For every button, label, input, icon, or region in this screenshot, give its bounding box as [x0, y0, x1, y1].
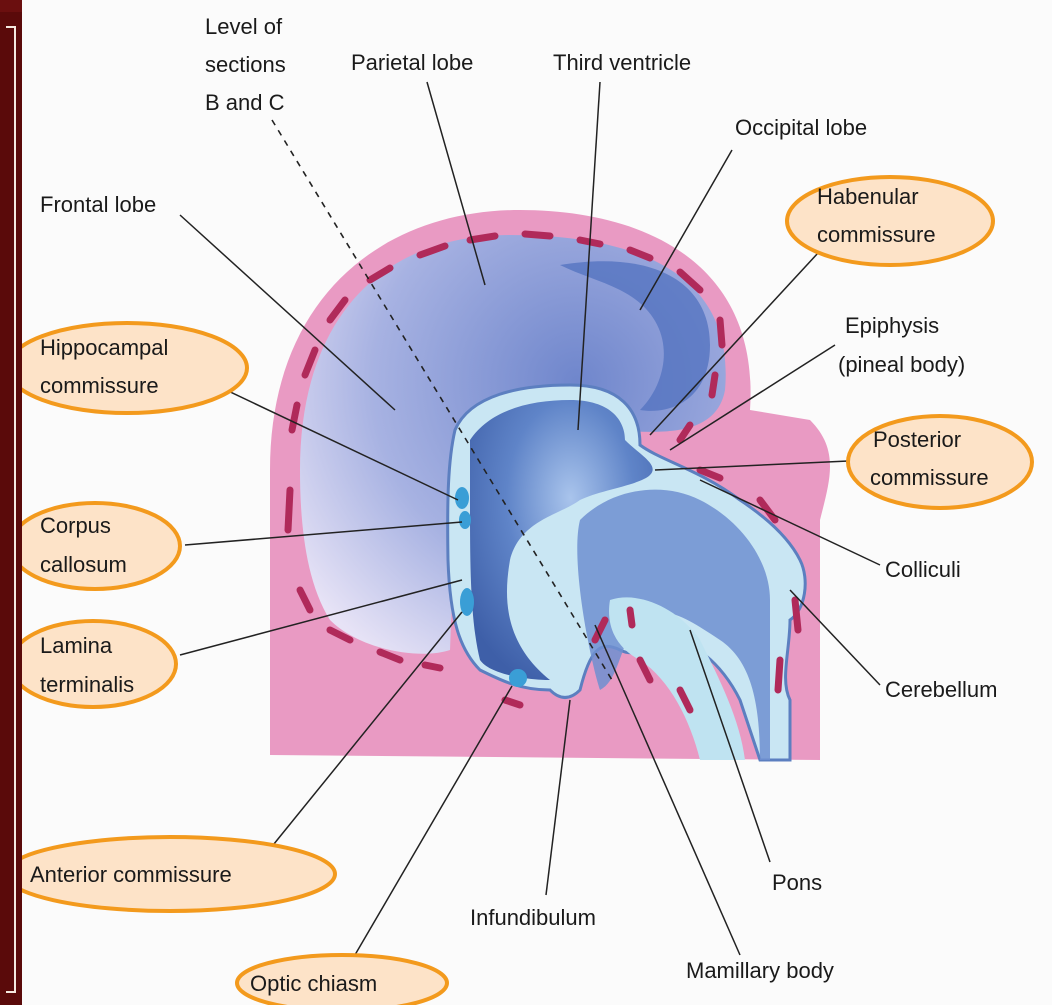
anterior-commissure-blob	[460, 588, 474, 616]
hippocampal-commissure-label-1: Hippocampal	[40, 335, 168, 360]
colliculi-label: Colliculi	[885, 557, 961, 582]
hippocampal-commissure-label-2: commissure	[40, 373, 159, 398]
optic-chiasm-label: Optic chiasm	[250, 971, 377, 996]
corpus-callosum-label-1: Corpus	[40, 513, 111, 538]
third-ventricle-label: Third ventricle	[553, 50, 691, 75]
pons-label: Pons	[772, 870, 822, 895]
brain-diagram: Level of sections B and C Parietal lobe …	[22, 0, 1052, 1005]
lamina-terminalis-label-2: terminalis	[40, 672, 134, 697]
level-of-sections-label-3: B and C	[205, 90, 285, 115]
habenular-commissure-label-1: Habenular	[817, 184, 919, 209]
infundibulum-label: Infundibulum	[470, 905, 596, 930]
level-of-sections-label-2: sections	[205, 52, 286, 77]
left-border	[0, 12, 22, 1005]
anterior-commissure-label: Anterior commissure	[30, 862, 232, 887]
occipital-lobe-label: Occipital lobe	[735, 115, 867, 140]
epiphysis-label-2: (pineal body)	[838, 352, 965, 377]
posterior-commissure-label-2: commissure	[870, 465, 989, 490]
habenular-commissure-label-2: commissure	[817, 222, 936, 247]
epiphysis-label-1: Epiphysis	[845, 313, 939, 338]
hippocampal-commissure-blob	[455, 487, 469, 509]
cerebellum-label: Cerebellum	[885, 677, 998, 702]
lamina-terminalis-label-1: Lamina	[40, 633, 113, 658]
corpus-callosum-label-2: callosum	[40, 552, 127, 577]
parietal-lobe-label: Parietal lobe	[351, 50, 473, 75]
mamillary-body-label: Mamillary body	[686, 958, 834, 983]
diagram-canvas: Level of sections B and C Parietal lobe …	[22, 0, 1052, 1005]
posterior-commissure-label-1: Posterior	[873, 427, 961, 452]
corpus-callosum-blob	[459, 511, 471, 529]
level-of-sections-label-1: Level of	[205, 14, 283, 39]
optic-chiasm-blob	[509, 669, 527, 687]
frontal-lobe-label: Frontal lobe	[40, 192, 156, 217]
